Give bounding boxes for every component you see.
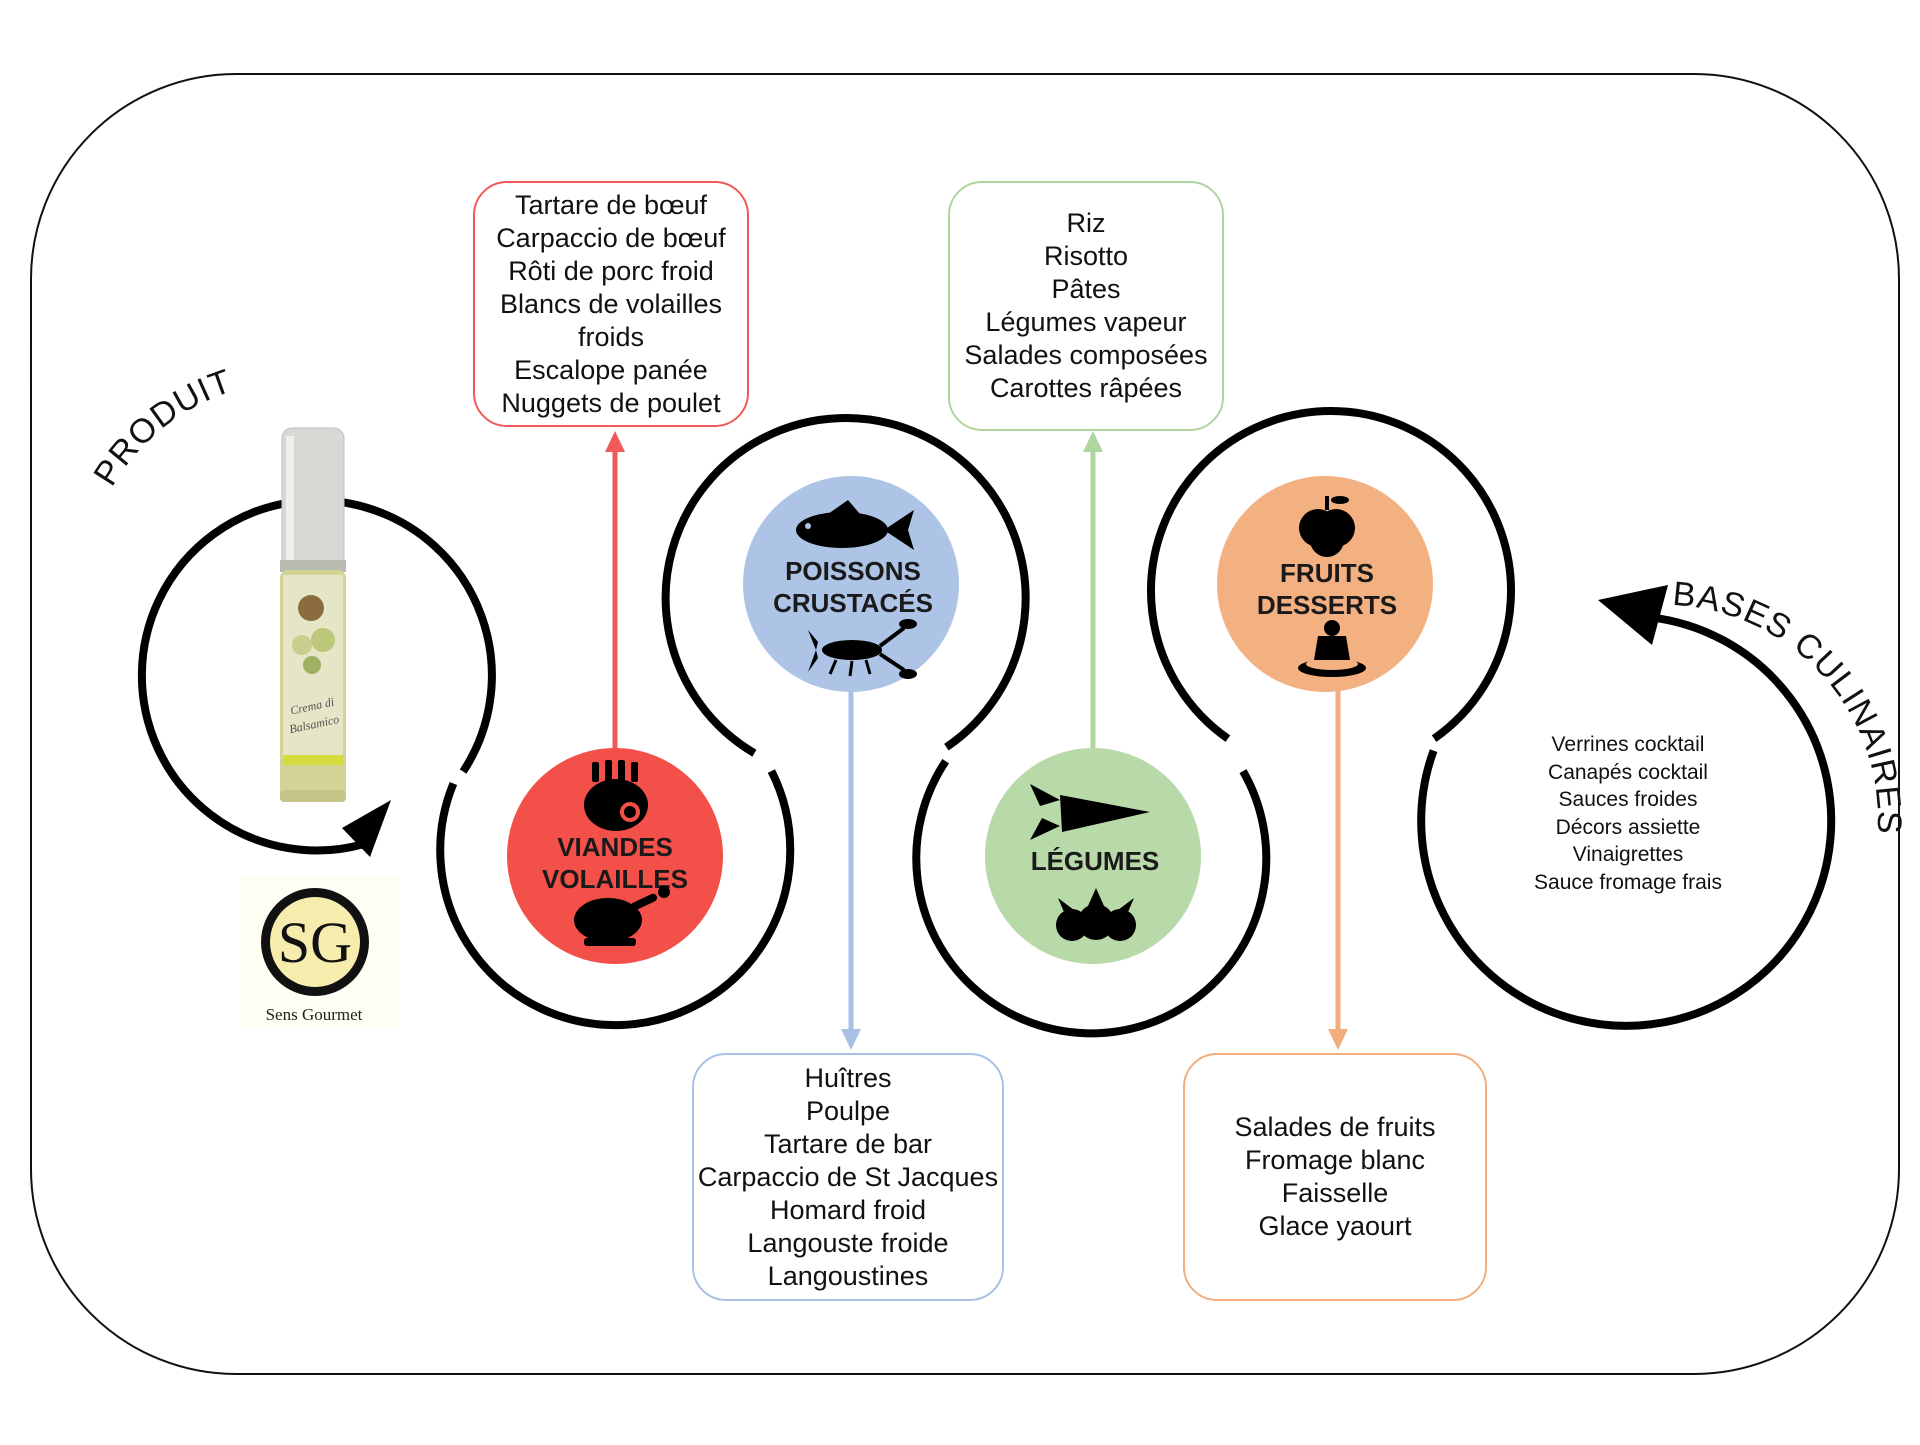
legumes-label-1: LÉGUMES xyxy=(1031,846,1160,876)
viandes-item: Blancs de volailles xyxy=(499,288,723,319)
legumes-item: Légumes vapeur xyxy=(985,307,1187,337)
dessert-icon xyxy=(1298,620,1366,677)
produit-arrowhead xyxy=(342,800,391,857)
poissons-item: Poulpe xyxy=(805,1095,891,1126)
roast-chicken-icon xyxy=(574,886,670,946)
product-label-leaf-icon xyxy=(298,595,324,621)
legumes-item: Risotto xyxy=(1043,241,1129,271)
fish-icon xyxy=(796,500,914,550)
fruits-item: Salades de fruits xyxy=(1234,1112,1436,1142)
poissons-item: Tartare de bar xyxy=(763,1128,933,1159)
poissons-item: Homard froid xyxy=(769,1194,927,1225)
legumes-items-box: Riz Risotto Pâtes Légumes vapeur Salades… xyxy=(948,181,1224,431)
category-legumes: LÉGUMES xyxy=(985,748,1201,964)
sens-gourmet-logo: SG Sens Gourmet xyxy=(240,876,400,1026)
poissons-label-1: POISSONS xyxy=(785,556,921,586)
loop-poissons xyxy=(661,414,1030,757)
outer-frame xyxy=(30,73,1900,1375)
radish-icon xyxy=(1056,888,1136,941)
bases-item: Sauces froides xyxy=(1558,788,1698,811)
connector-legumes xyxy=(1083,431,1103,752)
bases-arrowhead xyxy=(1598,585,1668,645)
poissons-item: Huîtres xyxy=(804,1062,892,1093)
connector-fruits xyxy=(1328,690,1348,1050)
bases-item: Sauce fromage frais xyxy=(1534,870,1722,894)
category-poissons: POISSONS CRUSTACÉS xyxy=(743,476,959,692)
connectors xyxy=(605,431,1348,1050)
fruits-label-2: DESSERTS xyxy=(1257,590,1397,620)
meat-rack-icon xyxy=(584,760,648,831)
legumes-item: Carottes râpées xyxy=(989,373,1183,403)
produit-title: PRODUIT xyxy=(86,362,236,492)
poissons-item: Carpaccio de St Jacques xyxy=(697,1161,999,1192)
bases-item: Verrines cocktail xyxy=(1551,733,1705,756)
viandes-item: Tartare de bœuf xyxy=(514,189,708,220)
category-fruits: FRUITS DESSERTS xyxy=(1217,476,1433,692)
loop-bases xyxy=(1417,613,1836,1030)
loop-fruits xyxy=(1147,407,1515,742)
fruits-item: Glace yaourt xyxy=(1258,1211,1412,1241)
viandes-item: Escalope panée xyxy=(514,354,708,385)
bases-item: Décors assiette xyxy=(1555,815,1701,839)
lobster-icon xyxy=(808,619,917,679)
viandes-item: Nuggets de poulet xyxy=(501,387,721,418)
fruits-label-1: FRUITS xyxy=(1280,558,1374,588)
fruits-item: Fromage blanc xyxy=(1244,1145,1426,1175)
svg-text:Sens Gourmet: Sens Gourmet xyxy=(266,1005,363,1024)
connector-viandes xyxy=(605,431,625,752)
legumes-item: Riz xyxy=(1066,208,1106,238)
svg-text:SG: SG xyxy=(278,910,352,975)
product-bottle: Crema di Balsamico xyxy=(280,427,346,802)
poissons-item: Langoustines xyxy=(767,1260,929,1291)
loop-legumes xyxy=(912,758,1271,1038)
bases-culinaires-list: Verrines cocktail Canapés cocktail Sauce… xyxy=(1508,731,1748,896)
bases-item: Canapés cocktail xyxy=(1548,760,1708,784)
viandes-label-1: VIANDES xyxy=(557,832,673,862)
legumes-item: Salades composées xyxy=(964,340,1208,370)
poissons-item: Langouste froide xyxy=(747,1227,949,1258)
poissons-label-2: CRUSTACÉS xyxy=(773,588,933,618)
legumes-item: Pâtes xyxy=(1051,274,1121,304)
viandes-circle xyxy=(507,748,723,964)
category-viandes: VIANDES VOLAILLES xyxy=(507,748,723,964)
loop-viandes xyxy=(436,769,795,1030)
connector-poissons xyxy=(841,690,861,1050)
fruits-item: Faisselle xyxy=(1281,1178,1389,1208)
flow-loops xyxy=(137,407,1836,1038)
fruits-items-box: Salades de fruits Fromage blanc Faissell… xyxy=(1183,1053,1487,1301)
poissons-items-box: Huîtres Poulpe Tartare de bar Carpaccio … xyxy=(692,1053,1004,1301)
viandes-item: Rôti de porc froid xyxy=(508,255,714,286)
bases-item: Vinaigrettes xyxy=(1572,843,1684,866)
carrot-icon xyxy=(1030,784,1150,840)
viandes-items-box: Tartare de bœuf Carpaccio de bœuf Rôti d… xyxy=(473,181,749,427)
apple-icon xyxy=(1299,496,1355,557)
viandes-item: froids xyxy=(577,321,645,352)
viandes-item: Carpaccio de bœuf xyxy=(496,222,726,253)
loop-produit xyxy=(137,496,496,855)
fruits-circle xyxy=(1217,476,1433,692)
